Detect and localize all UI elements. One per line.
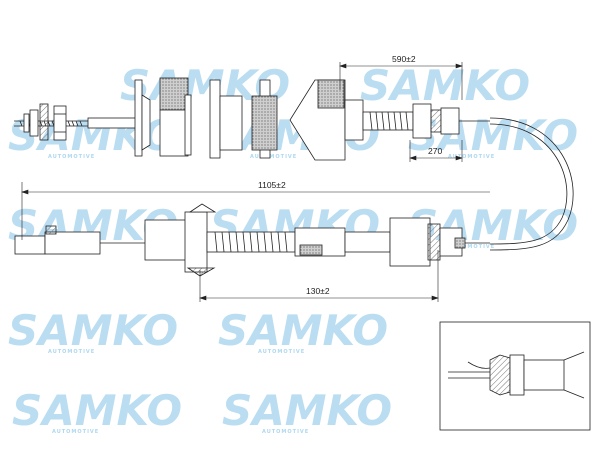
dim-label-270: 270	[428, 146, 442, 156]
svg-text:SAMKO: SAMKO	[222, 386, 392, 435]
svg-text:AUTOMOTIVE: AUTOMOTIVE	[258, 349, 305, 355]
rubber-bush	[159, 77, 192, 157]
svg-text:SAMKO: SAMKO	[8, 306, 178, 355]
svg-text:SAMKO: SAMKO	[360, 61, 530, 110]
main-sleeve	[144, 203, 296, 277]
watermark-11: SAMKO AUTOMOTIVE	[12, 386, 182, 435]
svg-text:AUTOMOTIVE: AUTOMOTIVE	[48, 349, 95, 355]
upper-part-series	[14, 77, 490, 161]
bracket-pieces	[209, 79, 278, 159]
watermark-5: SAMKO	[360, 61, 530, 110]
detail-inset	[439, 321, 591, 431]
dim-label-1105: 1105±2	[258, 180, 286, 190]
lower-assembly	[14, 203, 490, 277]
end-fitting	[362, 103, 460, 139]
drawing	[14, 62, 591, 431]
left-end-clip	[14, 225, 145, 255]
svg-text:AUTOMOTIVE: AUTOMOTIVE	[48, 154, 95, 160]
svg-text:AUTOMOTIVE: AUTOMOTIVE	[448, 244, 495, 250]
watermark-10: SAMKO AUTOMOTIVE	[218, 306, 388, 355]
flange-washer	[134, 79, 151, 157]
dim-label-590: 590±2	[392, 54, 416, 64]
dimension-lines	[21, 62, 490, 302]
watermark-9: SAMKO AUTOMOTIVE	[8, 306, 178, 355]
svg-text:AUTOMOTIVE: AUTOMOTIVE	[250, 154, 297, 160]
adjuster-body	[294, 217, 490, 267]
watermark-12: SAMKO AUTOMOTIVE	[222, 386, 392, 435]
svg-text:AUTOMOTIVE: AUTOMOTIVE	[52, 429, 99, 435]
svg-text:SAMKO: SAMKO	[218, 306, 388, 355]
svg-text:AUTOMOTIVE: AUTOMOTIVE	[448, 154, 495, 160]
conical-sleeve	[289, 79, 364, 161]
svg-text:SAMKO: SAMKO	[12, 386, 182, 435]
svg-text:AUTOMOTIVE: AUTOMOTIVE	[262, 429, 309, 435]
cable-loop	[489, 117, 574, 251]
dim-label-130: 130±2	[306, 286, 330, 296]
adjuster-nuts	[23, 103, 67, 141]
